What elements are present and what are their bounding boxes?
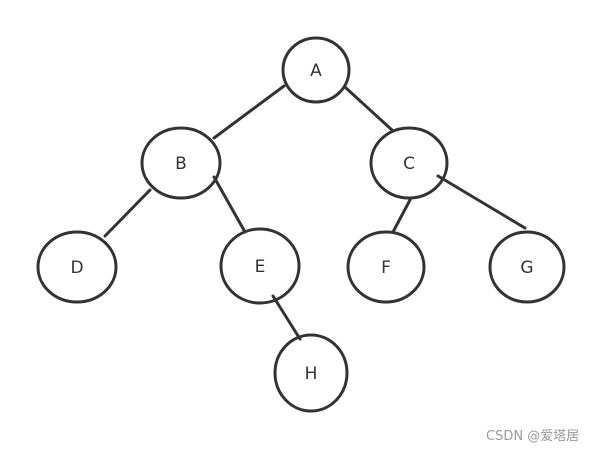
node-label: A [310,61,322,81]
tree-node-g: G [488,230,566,304]
node-label: B [175,154,187,174]
node-circle [369,126,449,200]
watermark: CSDN @爱塔居 [486,429,580,444]
node-label: H [305,364,318,384]
node-circle [36,230,118,304]
edge-c-g [436,174,527,230]
node-circle [140,126,222,200]
node-circle [281,36,351,104]
edge-b-d [103,188,152,238]
tree-node-b: B [140,126,222,200]
node-label: E [255,257,266,277]
edge-a-c [344,86,394,132]
tree-node-c: C [369,126,449,200]
node-label: D [70,258,83,278]
edge-b-e [212,175,247,234]
node-circle [346,230,426,304]
node-circle [273,333,349,413]
edge-e-h [271,294,302,341]
tree-node-e: E [219,227,301,305]
node-label: G [520,258,533,278]
edge-a-b [212,84,286,140]
tree-node-a: A [281,36,351,104]
edge-c-f [391,198,412,234]
node-circle [488,230,566,304]
tree-node-h: H [273,333,349,413]
node-label: F [381,258,391,278]
node-circle [219,227,301,305]
tree-node-f: F [346,230,426,304]
tree-node-d: D [36,230,118,304]
node-label: C [403,154,415,174]
